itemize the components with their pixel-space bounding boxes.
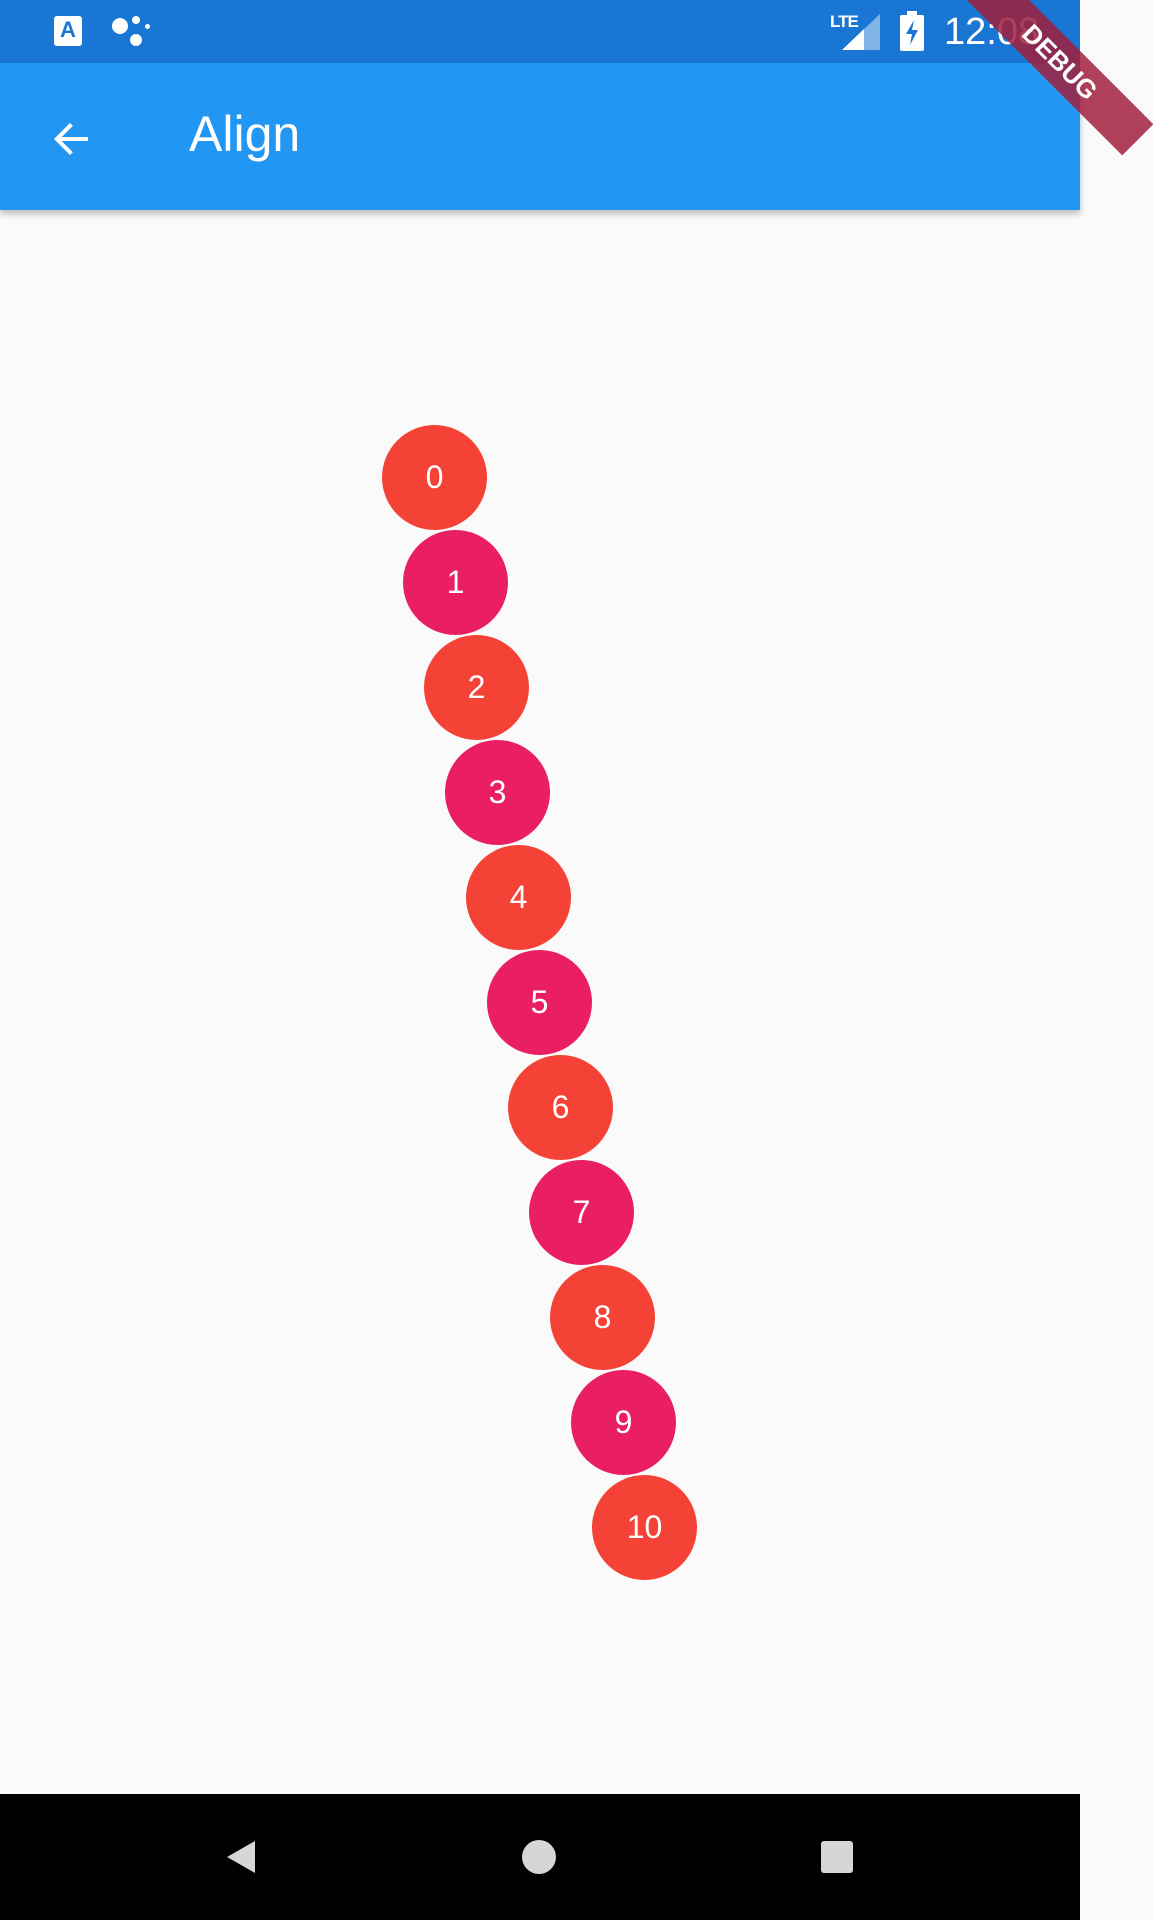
- debug-banner: DEBUG: [966, 0, 1153, 156]
- circle-label: 2: [467, 669, 486, 705]
- page-title: Align: [189, 106, 301, 162]
- app-bar: Align: [0, 63, 1080, 210]
- circle-item: 8: [550, 1265, 655, 1370]
- circle-item: 2: [424, 635, 529, 740]
- circle-item: 10: [592, 1475, 697, 1580]
- circle-item: 0: [382, 425, 487, 530]
- circle-label: 5: [530, 984, 549, 1020]
- circle-label: 0: [425, 459, 444, 495]
- a-badge-icon: A: [54, 16, 82, 46]
- content-area: 0 1 2 3 4 5 6 7 8 9 10: [0, 210, 1080, 1794]
- circle-label: 1: [446, 564, 465, 600]
- nav-home-button[interactable]: [506, 1824, 572, 1890]
- circle-item: 6: [508, 1055, 613, 1160]
- back-button[interactable]: [34, 101, 110, 177]
- circle-label: 3: [488, 774, 507, 810]
- circle-item: 5: [487, 950, 592, 1055]
- circle-label: 10: [626, 1509, 663, 1545]
- circle-item: 4: [466, 845, 571, 950]
- status-bar: A LTE 12:08: [0, 0, 1080, 63]
- home-circle-icon: [522, 1840, 556, 1874]
- back-triangle-icon: [227, 1841, 255, 1873]
- network-type-label: LTE: [830, 12, 859, 31]
- nav-back-button[interactable]: [208, 1824, 274, 1890]
- dots-icon: [110, 14, 154, 50]
- signal-icon: [842, 14, 880, 50]
- nav-bar: [0, 1794, 1080, 1920]
- battery-charging-icon: [900, 11, 924, 51]
- circle-item: 3: [445, 740, 550, 845]
- debug-banner-label: DEBUG: [966, 0, 1153, 156]
- circle-label: 8: [593, 1299, 612, 1335]
- circle-item: 9: [571, 1370, 676, 1475]
- circle-label: 7: [572, 1194, 591, 1230]
- nav-recents-button[interactable]: [804, 1824, 870, 1890]
- circle-label: 4: [509, 879, 528, 915]
- circle-label: 9: [614, 1404, 633, 1440]
- arrow-back-icon: [54, 123, 88, 155]
- recents-square-icon: [821, 1841, 853, 1873]
- circle-item: 7: [529, 1160, 634, 1265]
- circle-item: 1: [403, 530, 508, 635]
- circle-label: 6: [551, 1089, 570, 1125]
